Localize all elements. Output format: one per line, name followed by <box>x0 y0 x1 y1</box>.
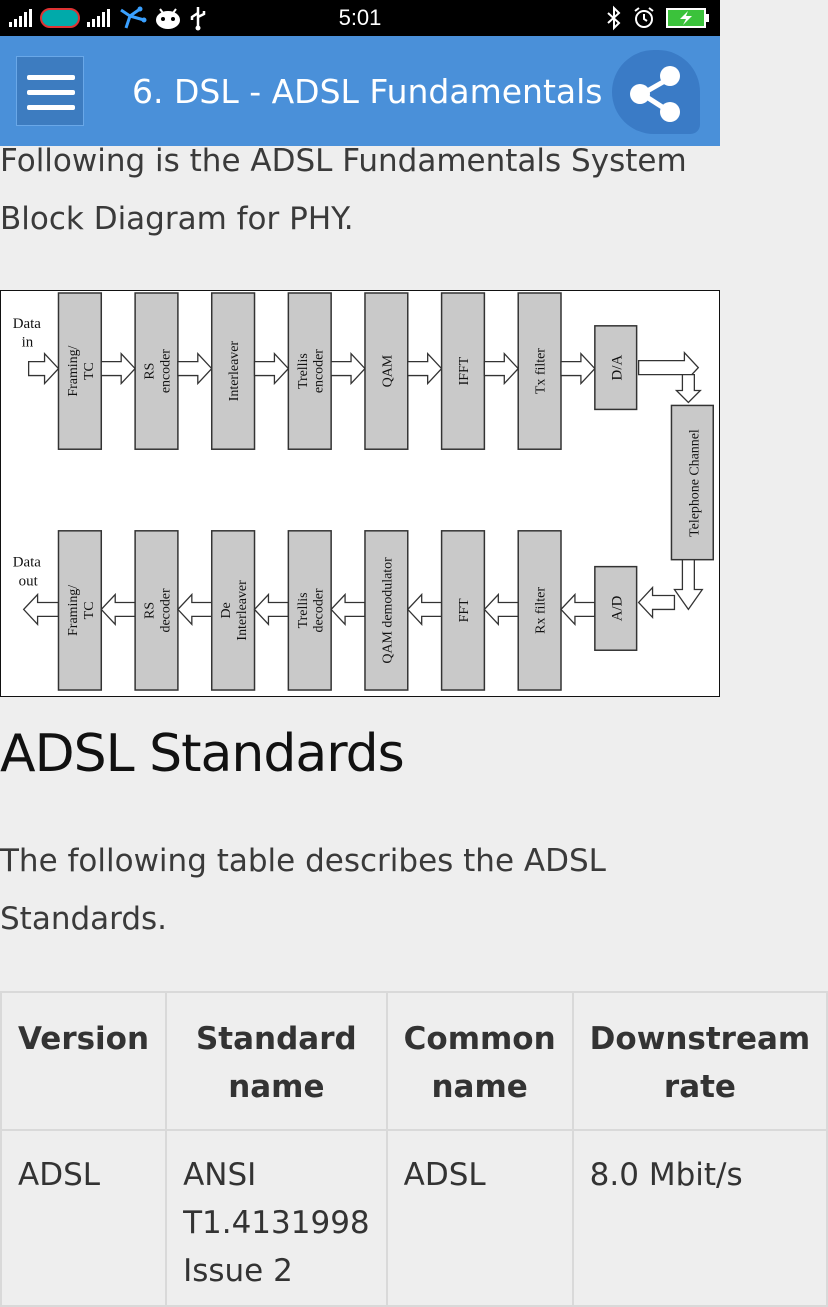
telephone-channel-label: Telephone Channel <box>687 429 702 537</box>
rx-stage-6-block <box>440 530 486 691</box>
table-cell-standard-name: ANSI T1.4131998 Issue 2 <box>165 1129 388 1307</box>
table-cell-common-name: ADSL <box>385 1129 574 1307</box>
status-right-icons <box>606 5 710 31</box>
channel-bottom-arrow <box>673 559 704 611</box>
rx-stage-1-label: Framing/ <box>66 585 81 636</box>
tx-arrow-7 <box>560 352 596 386</box>
tx-stage-7-block <box>517 292 562 450</box>
tx-stage-6-label: IFFT <box>457 356 472 385</box>
tx-stage-6-block <box>440 292 486 450</box>
rx-arrow-4 <box>330 592 366 626</box>
bluetooth-icon <box>607 5 621 31</box>
section-heading: ADSL Standards <box>0 724 405 784</box>
data-out-arrow <box>22 592 60 626</box>
tx-arrow-5 <box>407 352 443 386</box>
table-row: ADSL ANSI T1.4131998 Issue 2 ADSL 8.0 Mb… <box>0 1129 828 1307</box>
data-in-label-1: Data <box>13 316 42 332</box>
data-in-arrow <box>27 352 60 386</box>
alarm-icon <box>634 7 654 28</box>
channel-down-arrow <box>674 373 702 404</box>
hamburger-menu-icon <box>27 90 75 95</box>
table-header-row: Version Standard name Common name Downst… <box>0 991 828 1131</box>
rx-stage-5-label: QAM demodulator <box>380 557 395 664</box>
standards-table: Version Standard name Common name Downst… <box>0 991 828 1307</box>
tx-arrow-1 <box>100 352 136 386</box>
android-icon <box>156 8 180 29</box>
tx-stage-7-label: Tx filter <box>534 348 549 394</box>
intro-paragraph: Following is the ADSL Fundamentals Syste… <box>0 143 687 237</box>
signal-icon <box>9 9 32 27</box>
rx-arrow-2 <box>177 592 213 626</box>
usb-icon <box>190 7 206 31</box>
data-out-label-2: out <box>19 574 39 590</box>
data-in-label-2: in <box>22 335 34 351</box>
data-out-label-1: Data <box>13 555 42 571</box>
table-intro-paragraph: The following table describes the ADSL S… <box>0 843 606 937</box>
page-title: 6. DSL - ADSL Fundamentals <box>132 72 603 111</box>
rx-arrow-6 <box>483 592 519 626</box>
signal-2-icon <box>87 9 110 27</box>
hamburger-menu-icon <box>27 105 75 110</box>
rx-arrow-1 <box>100 592 136 626</box>
tx-stage-2-block <box>134 292 179 450</box>
da-label: D/A <box>610 355 626 381</box>
channel-to-ad-arrow <box>637 585 676 620</box>
share-icon <box>630 66 680 122</box>
ad-label: A/D <box>610 595 626 621</box>
table-cell-downstream-rate: 8.0 Mbit/s <box>571 1129 828 1307</box>
tx-stage-2-label: RS <box>143 363 158 380</box>
rx-arrow-3 <box>253 592 290 626</box>
battery-charging-icon <box>666 8 709 28</box>
rx-stage-5-block <box>364 530 409 691</box>
carrier-logo-icon <box>40 8 80 28</box>
tx-arrow-6 <box>483 352 520 386</box>
rx-stage-4-label: decoder <box>312 588 327 632</box>
column-header-version: Version <box>0 991 168 1131</box>
app-notification-icon <box>120 6 147 29</box>
tx-arrow-2 <box>177 352 213 386</box>
status-time: 5:01 <box>338 5 382 30</box>
rx-stage-3-block <box>210 530 256 691</box>
standards-table-container[interactable]: Version Standard name Common name Downst… <box>0 991 828 1307</box>
share-button[interactable] <box>612 50 700 134</box>
rx-stage-2-label: decoder <box>158 588 173 632</box>
rx-stage-4-label: Trellis <box>296 592 311 628</box>
tx-stage-4-label: encoder <box>312 349 327 393</box>
table-cell-version: ADSL <box>0 1129 168 1307</box>
rx-arrow-7 <box>560 592 596 626</box>
tx-arrow-4 <box>330 352 366 386</box>
tx-stage-4-label: Trellis <box>296 353 311 389</box>
rx-stage-3-label: De <box>219 602 234 618</box>
rx-stage-2-block <box>134 530 179 691</box>
rx-stage-4-block <box>287 530 332 691</box>
column-header-standard-name: Standard name <box>165 991 388 1131</box>
column-header-downstream-rate: Downstream rate <box>571 991 828 1131</box>
tx-stage-5-label: QAM <box>380 355 395 388</box>
telephone-channel-block <box>670 404 715 561</box>
column-header-common-name: Common name <box>385 991 574 1131</box>
app-bar: 6. DSL - ADSL Fundamentals <box>0 36 720 146</box>
status-bar: 5:01 <box>0 0 720 36</box>
tx-stage-1-label: TC <box>82 362 97 380</box>
tx-stage-2-label: encoder <box>158 349 173 393</box>
menu-button[interactable] <box>16 56 84 126</box>
da-block <box>594 325 638 411</box>
rx-stage-2-label: RS <box>143 602 158 619</box>
rx-stage-7-block <box>517 530 562 691</box>
tx-arrow-3 <box>253 352 290 386</box>
rx-stage-3-label: Interleaver <box>235 580 250 641</box>
hamburger-menu-icon <box>27 75 75 80</box>
rx-stage-6-label: FFT <box>457 598 472 622</box>
tx-stage-5-block <box>364 292 409 450</box>
tx-stage-3-label: Interleaver <box>227 341 242 402</box>
rx-arrow-5 <box>406 592 443 626</box>
tx-stage-1-label: Framing/ <box>66 345 81 396</box>
status-left-icons <box>8 6 208 31</box>
rx-stage-1-label: TC <box>82 602 97 620</box>
rx-stage-7-label: Rx filter <box>534 587 549 634</box>
ad-block <box>594 565 638 651</box>
rx-stage-1-block <box>57 530 103 691</box>
